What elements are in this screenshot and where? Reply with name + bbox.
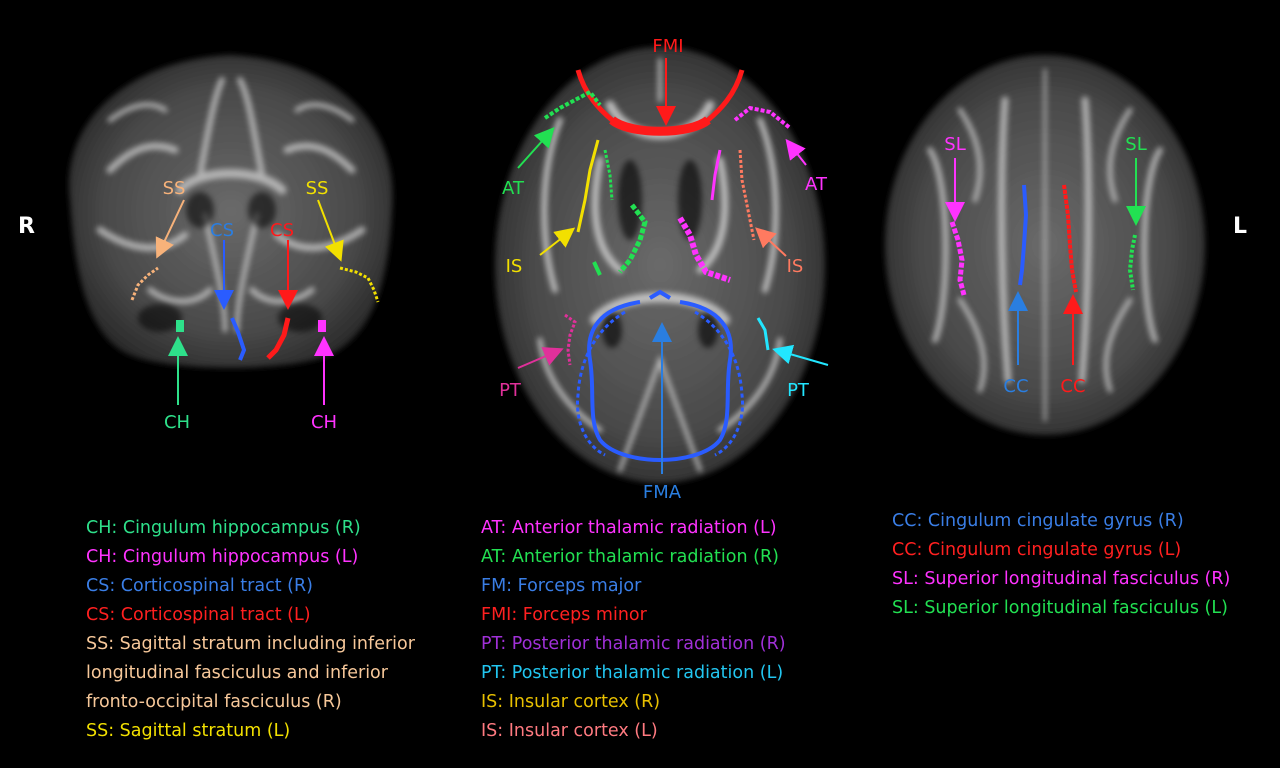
legend-entry: CS: Corticospinal tract (R) [86, 572, 415, 601]
legend-entry-key: CS [86, 576, 110, 596]
legend-entry-text: : Forceps minor [511, 605, 647, 625]
legend-entry-key: PT [481, 634, 501, 654]
label-ch-r: CH [164, 412, 190, 433]
label-at-l: AT [805, 174, 828, 195]
legend-entry-key: SS [86, 721, 109, 741]
label-fma: FMA [643, 482, 682, 500]
axial-brain-slice [495, 47, 825, 483]
legend-entry-key: CC [892, 511, 917, 531]
arrows [155, 58, 1146, 474]
legend-entry: PT: Posterior thalamic radiation (L) [481, 659, 786, 688]
coronal-brain-slice [69, 55, 393, 368]
legend-entry: CH: Cingulum hippocampus (L) [86, 543, 415, 572]
legend-left: CH: Cingulum hippocampus (R)CH: Cingulum… [86, 514, 415, 746]
legend-entry: CC: Cingulum cingulate gyrus (L) [892, 536, 1230, 565]
label-fmi: FMI [652, 36, 683, 57]
legend-entry-text: : Cingulum cingulate gyrus (R) [916, 511, 1184, 531]
label-cc-r: CC [1003, 376, 1028, 397]
legend-entry: CH: Cingulum hippocampus (R) [86, 514, 415, 543]
label-ch-l: CH [311, 412, 337, 433]
legend-entry: SS: Sagittal stratum including inferior [86, 630, 415, 659]
legend-entry-key: FM [481, 576, 507, 596]
legend-entry-text: : Posterior thalamic radiation (R) [500, 634, 786, 654]
legend-entry-key: CH [86, 518, 112, 538]
label-cs-r: CS [210, 220, 234, 241]
label-pt-r: PT [499, 380, 522, 401]
legend-entry: fronto-occipital fasciculus (R) [86, 688, 415, 717]
legend-entry: CC: Cingulum cingulate gyrus (R) [892, 507, 1230, 536]
legend-entry: AT: Anterior thalamic radiation (L) [481, 514, 786, 543]
legend-entry: longitudinal fasciculus and inferior [86, 659, 415, 688]
legend-entry: SS: Sagittal stratum (L) [86, 717, 415, 746]
legend-entry-text: : Forceps major [506, 576, 642, 596]
legend-entry-text: fronto-occipital fasciculus (R) [86, 692, 342, 712]
legend-entry-key: AT [481, 547, 501, 567]
label-at-r: AT [502, 178, 525, 199]
legend-entry: IS: Insular cortex (L) [481, 717, 786, 746]
label-ss-l: SS [306, 178, 329, 199]
legend-entry-text: : Anterior thalamic radiation (L) [500, 518, 777, 538]
legend-entry-key: FMI [481, 605, 512, 625]
legend-entry-key: CC [892, 540, 917, 560]
legend-entry-key: CH [86, 547, 112, 567]
legend-entry-key: SL [892, 598, 913, 618]
superior-brain-slice [885, 55, 1205, 435]
legend-entry: CS: Corticospinal tract (L) [86, 601, 415, 630]
label-sl-r: SL [944, 134, 965, 155]
legend-entry-key: SS [86, 634, 109, 654]
legend-right: CC: Cingulum cingulate gyrus (R)CC: Cing… [892, 507, 1230, 623]
legend-entry-text: : Anterior thalamic radiation (R) [500, 547, 779, 567]
label-is-r: IS [506, 256, 523, 277]
legend-entry-key: IS [481, 692, 498, 712]
legend-entry-text: : Corticospinal tract (R) [109, 576, 313, 596]
label-cc-l: CC [1060, 376, 1085, 397]
legend-entry-text: : Superior longitudinal fasciculus (R) [912, 569, 1231, 589]
label-ss-r: SS [163, 178, 186, 199]
label-is-l: IS [787, 256, 804, 277]
brain-figure: SS SS CS CS CH CH FMI AT AT IS IS PT PT … [69, 36, 1205, 500]
legend-middle: AT: Anterior thalamic radiation (L)AT: A… [481, 514, 786, 746]
legend-entry-key: PT [481, 663, 501, 683]
legend-entry-key: AT [481, 518, 501, 538]
legend-entry: SL: Superior longitudinal fasciculus (L) [892, 594, 1230, 623]
legend-entry-text: : Superior longitudinal fasciculus (L) [912, 598, 1228, 618]
legend-entry-text: : Corticospinal tract (L) [109, 605, 311, 625]
legend-entry-text: : Sagittal stratum (L) [108, 721, 291, 741]
legend-entry-text: : Sagittal stratum including inferior [108, 634, 415, 654]
legend-entry: FMI: Forceps minor [481, 601, 786, 630]
label-sl-l: SL [1125, 134, 1146, 155]
legend-entry-key: IS [481, 721, 498, 741]
legend-entry-text: : Cingulum hippocampus (R) [111, 518, 361, 538]
legend-entry-text: : Insular cortex (R) [497, 692, 661, 712]
label-cs-l: CS [270, 220, 294, 241]
legend-entry-text: longitudinal fasciculus and inferior [86, 663, 388, 683]
legend-entry: IS: Insular cortex (R) [481, 688, 786, 717]
legend-entry: PT: Posterior thalamic radiation (R) [481, 630, 786, 659]
label-pt-l: PT [787, 380, 810, 401]
legend-entry-key: SL [892, 569, 913, 589]
legend-entry: FM: Forceps major [481, 572, 786, 601]
legend-entry-text: : Cingulum cingulate gyrus (L) [916, 540, 1182, 560]
legend-entry: AT: Anterior thalamic radiation (R) [481, 543, 786, 572]
legend-entry-key: CS [86, 605, 110, 625]
legend-entry-text: : Insular cortex (L) [497, 721, 658, 741]
legend-entry-text: : Cingulum hippocampus (L) [111, 547, 359, 567]
orientation-right-label: R [18, 214, 35, 239]
orientation-left-label: L [1233, 214, 1248, 239]
legend-entry-text: : Posterior thalamic radiation (L) [500, 663, 784, 683]
legend-entry: SL: Superior longitudinal fasciculus (R) [892, 565, 1230, 594]
